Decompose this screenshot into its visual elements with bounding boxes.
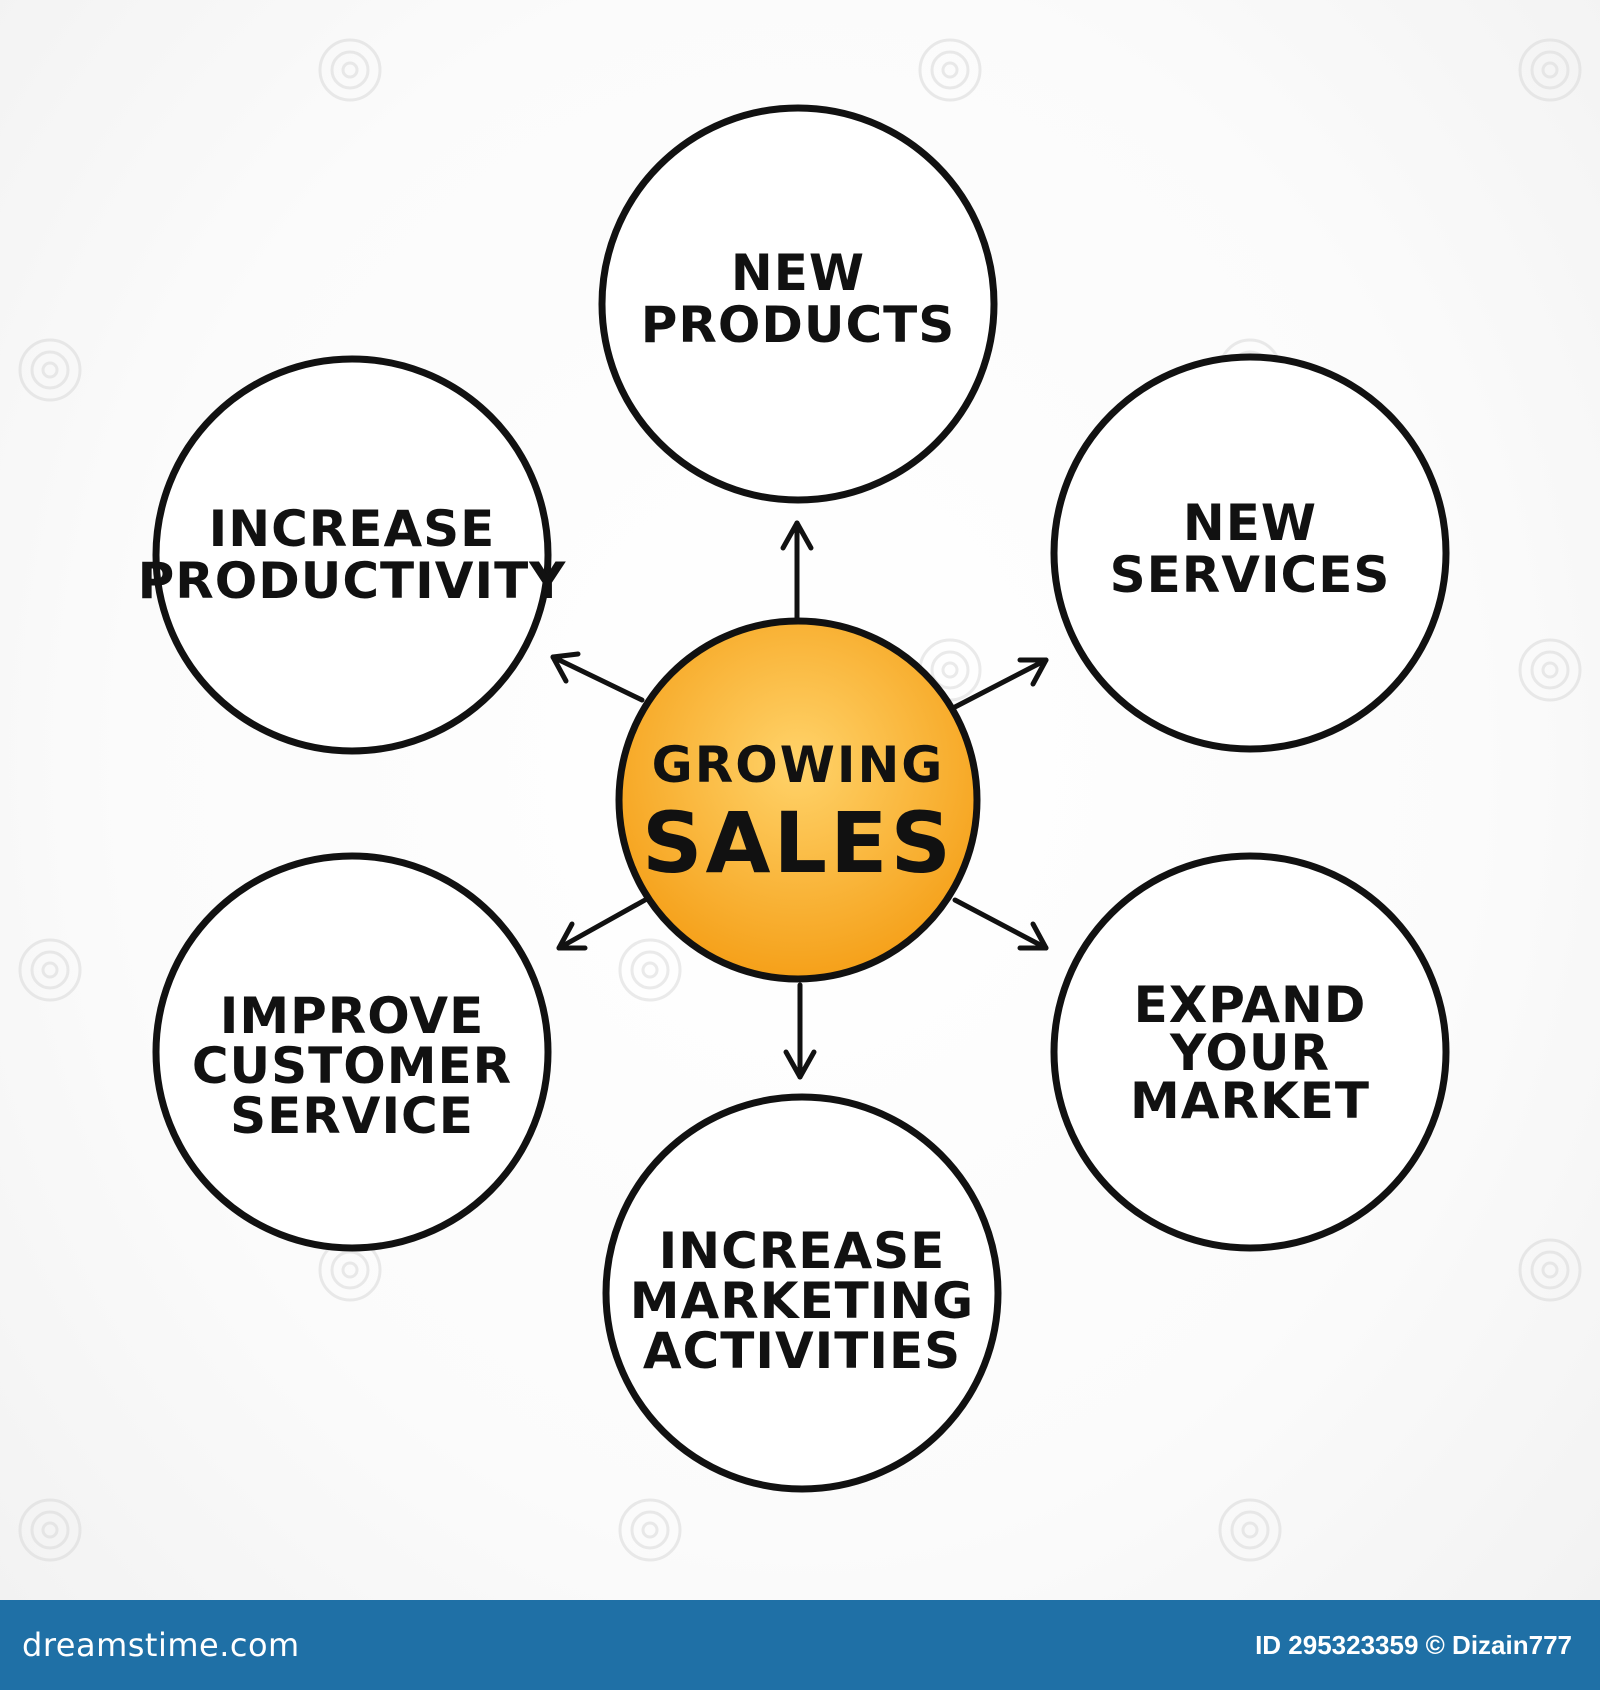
node-improve-customer-service-line-3: SERVICE — [230, 1087, 474, 1145]
node-increase-productivity: INCREASE PRODUCTIVITY — [138, 355, 567, 755]
node-expand-your-market-line-2: YOUR — [1169, 1024, 1330, 1082]
node-new-services: NEW SERVICES — [1050, 353, 1450, 753]
arrow-increase-marketing-activities — [783, 982, 817, 1080]
node-expand-your-market: EXPAND YOUR MARKET — [1050, 852, 1450, 1252]
brand-logo-text[interactable]: dreamstime.com — [22, 1626, 300, 1664]
arrow-new-services — [952, 657, 1049, 710]
image-credits: ID 295323359 © Dizain777 — [1255, 1629, 1572, 1660]
arrow-improve-customer-service — [556, 897, 648, 951]
node-increase-marketing-activities-line-3: ACTIVITIES — [643, 1322, 961, 1380]
center-title-line-2: SALES — [642, 794, 954, 892]
node-increase-productivity-line-2: PRODUCTIVITY — [138, 552, 567, 610]
mind-map-diagram: NEW PRODUCTS NEW SERVICES EXPAND YOUR MA… — [18, 38, 1582, 1562]
arrow-increase-productivity — [550, 651, 645, 703]
node-new-services-line-2: SERVICES — [1110, 546, 1391, 604]
center-title-line-1: GROWING — [652, 736, 945, 794]
center-node-growing-sales: GROWING SALES — [615, 617, 981, 983]
node-increase-marketing-activities-line-2: MARKETING — [630, 1272, 974, 1330]
node-new-products: NEW PRODUCTS — [598, 104, 998, 504]
node-improve-customer-service-line-2: CUSTOMER — [192, 1037, 512, 1095]
arrow-new-products — [780, 520, 814, 621]
node-increase-productivity-line-1: INCREASE — [209, 500, 496, 558]
center-node-circle — [615, 617, 981, 983]
node-new-services-line-1: NEW — [1183, 494, 1317, 552]
node-new-products-line-2: PRODUCTS — [641, 296, 956, 354]
arrow-expand-your-market — [952, 897, 1049, 951]
node-improve-customer-service-line-1: IMPROVE — [220, 987, 485, 1045]
node-new-products-line-1: NEW — [731, 244, 865, 302]
footer-bar: dreamstime.com ID 295323359 © Dizain777 — [0, 1600, 1600, 1690]
node-expand-your-market-line-1: EXPAND — [1134, 976, 1367, 1034]
node-improve-customer-service: IMPROVE CUSTOMER SERVICE — [152, 852, 552, 1252]
node-expand-your-market-line-3: MARKET — [1130, 1072, 1370, 1130]
node-increase-marketing-activities-line-1: INCREASE — [659, 1222, 946, 1280]
node-increase-marketing-activities: INCREASE MARKETING ACTIVITIES — [602, 1093, 1002, 1493]
